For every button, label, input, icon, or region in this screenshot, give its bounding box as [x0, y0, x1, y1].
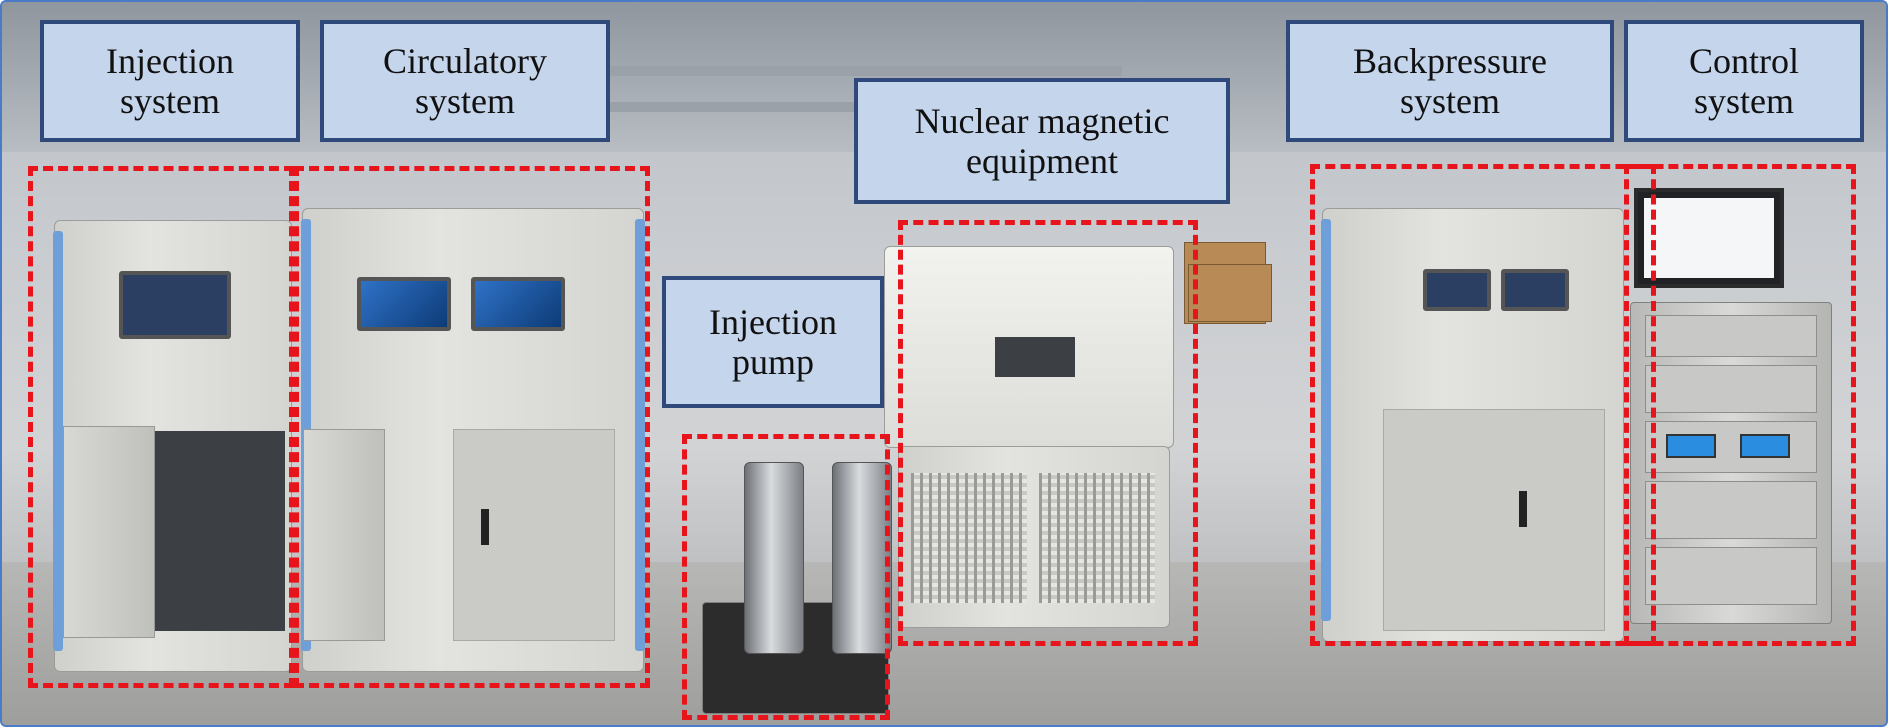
rack-unit [1645, 315, 1817, 357]
vent-grille [1039, 473, 1155, 603]
backpressure-system-machine [1321, 208, 1624, 642]
injection-pump-region [682, 434, 890, 720]
label-line: Control [1688, 41, 1799, 81]
magnet-bore [995, 337, 1075, 377]
label-line: Backpressure [1353, 41, 1547, 81]
label-line: system [1693, 81, 1794, 121]
blue-stripe [635, 219, 645, 651]
rack-unit [1645, 365, 1817, 413]
open-door [303, 429, 385, 641]
circulatory-system-machine [301, 208, 645, 672]
label-line: system [1399, 81, 1500, 121]
nmr-magnet-housing [884, 246, 1174, 448]
label-line: system [119, 81, 220, 121]
door-handle [1519, 491, 1527, 527]
open-cabinet-interior [145, 431, 285, 631]
control-screen [471, 277, 565, 331]
control-screen [357, 277, 451, 331]
ceiling-beam [602, 66, 1122, 76]
rack-unit [1645, 421, 1817, 473]
cabinet-door [453, 429, 615, 641]
label-line: pump [731, 342, 814, 382]
control-system-region [1624, 164, 1856, 646]
control-screen [1423, 269, 1491, 311]
control-screen [119, 271, 231, 339]
monitor-screen [1644, 198, 1774, 278]
control-screen [1501, 269, 1569, 311]
label-line: Circulatory [383, 41, 547, 81]
label-circulatory-system: Circulatory system [320, 20, 610, 142]
circulatory-system-region [294, 166, 650, 688]
nmr-cabinet [898, 446, 1170, 628]
backpressure-system-region [1310, 164, 1656, 646]
label-line: Nuclear magnetic [914, 101, 1170, 141]
blue-stripe [53, 231, 63, 651]
injection-system-machine [53, 220, 292, 672]
nuclear-magnetic-region [898, 220, 1198, 646]
label-injection-system: Injection system [40, 20, 300, 142]
control-rack [1630, 302, 1832, 624]
label-nuclear-magnetic-equipment: Nuclear magnetic equipment [854, 78, 1230, 204]
label-line: Injection [106, 41, 234, 81]
label-line: system [414, 81, 515, 121]
pump-cylinder [744, 462, 804, 654]
blue-stripe [1321, 219, 1331, 621]
rack-unit [1645, 481, 1817, 539]
display-readout [1666, 434, 1716, 458]
control-monitor [1634, 188, 1784, 288]
label-control-system: Control system [1624, 20, 1864, 142]
label-backpressure-system: Backpressure system [1286, 20, 1614, 142]
label-line: Injection [709, 302, 837, 342]
injection-system-region [28, 166, 294, 688]
display-readout [1740, 434, 1790, 458]
label-injection-pump: Injection pump [662, 276, 884, 408]
crate [1188, 264, 1272, 322]
vent-grille [911, 473, 1027, 603]
cabinet-door [1383, 409, 1605, 631]
pump-cylinder [832, 462, 892, 654]
label-line: equipment [966, 141, 1118, 181]
rack-unit [1645, 547, 1817, 605]
open-door [63, 426, 155, 638]
door-handle [481, 509, 489, 545]
